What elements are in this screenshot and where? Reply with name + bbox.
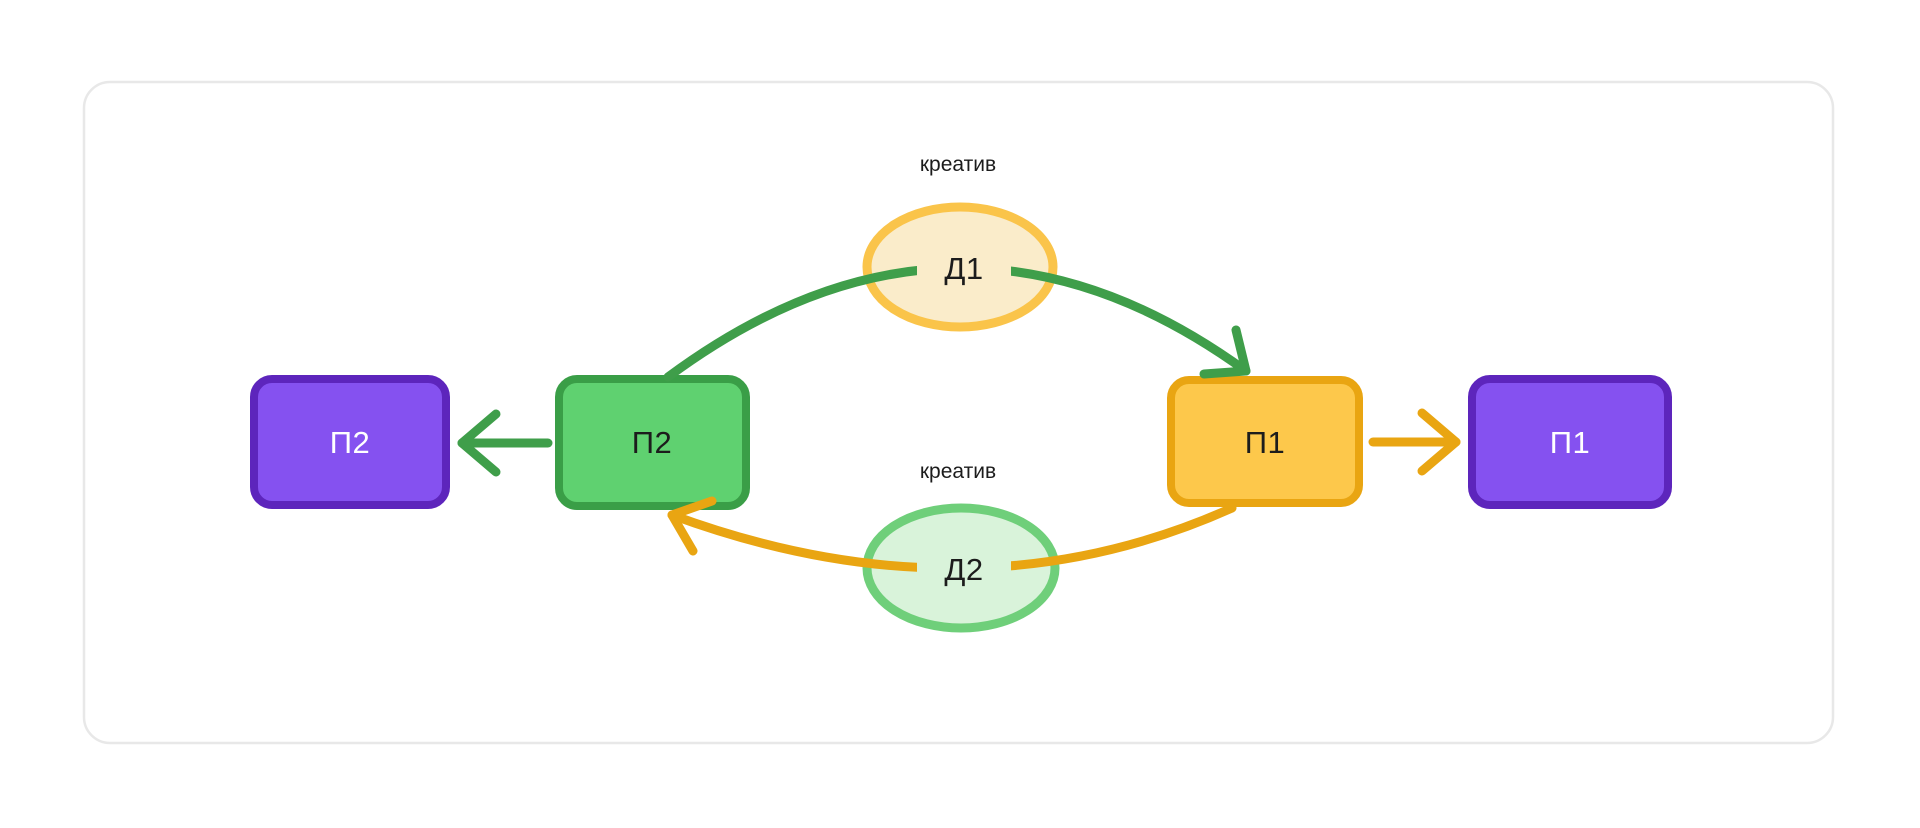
- node-p1-orange-label: П1: [1245, 425, 1286, 460]
- label-patch-d2: [917, 547, 1011, 589]
- node-p1-right-label: П1: [1550, 425, 1591, 460]
- node-p2-green: [555, 375, 750, 510]
- ellipse-d1-label: Д1: [944, 251, 983, 286]
- caption-d2: креатив: [920, 460, 996, 483]
- node-p2-left-label: П2: [330, 425, 371, 460]
- caption-d1: креатив: [920, 153, 996, 176]
- node-p2-green-label: П2: [632, 425, 673, 460]
- edge-d1-arrowhead-icon: [1199, 325, 1251, 379]
- node-p2-left: [250, 375, 450, 509]
- diagram-card: [82, 80, 1835, 745]
- ellipse-d2-label: Д2: [944, 552, 983, 587]
- arrow-orange-right-head-icon: [1417, 408, 1461, 476]
- node-p1-right: [1468, 375, 1672, 509]
- edge-d2-arrowhead-icon: [667, 496, 717, 556]
- node-p1-orange: [1167, 376, 1363, 507]
- label-patch-d1: [917, 246, 1011, 288]
- arrow-green-left-head-icon: [457, 409, 501, 477]
